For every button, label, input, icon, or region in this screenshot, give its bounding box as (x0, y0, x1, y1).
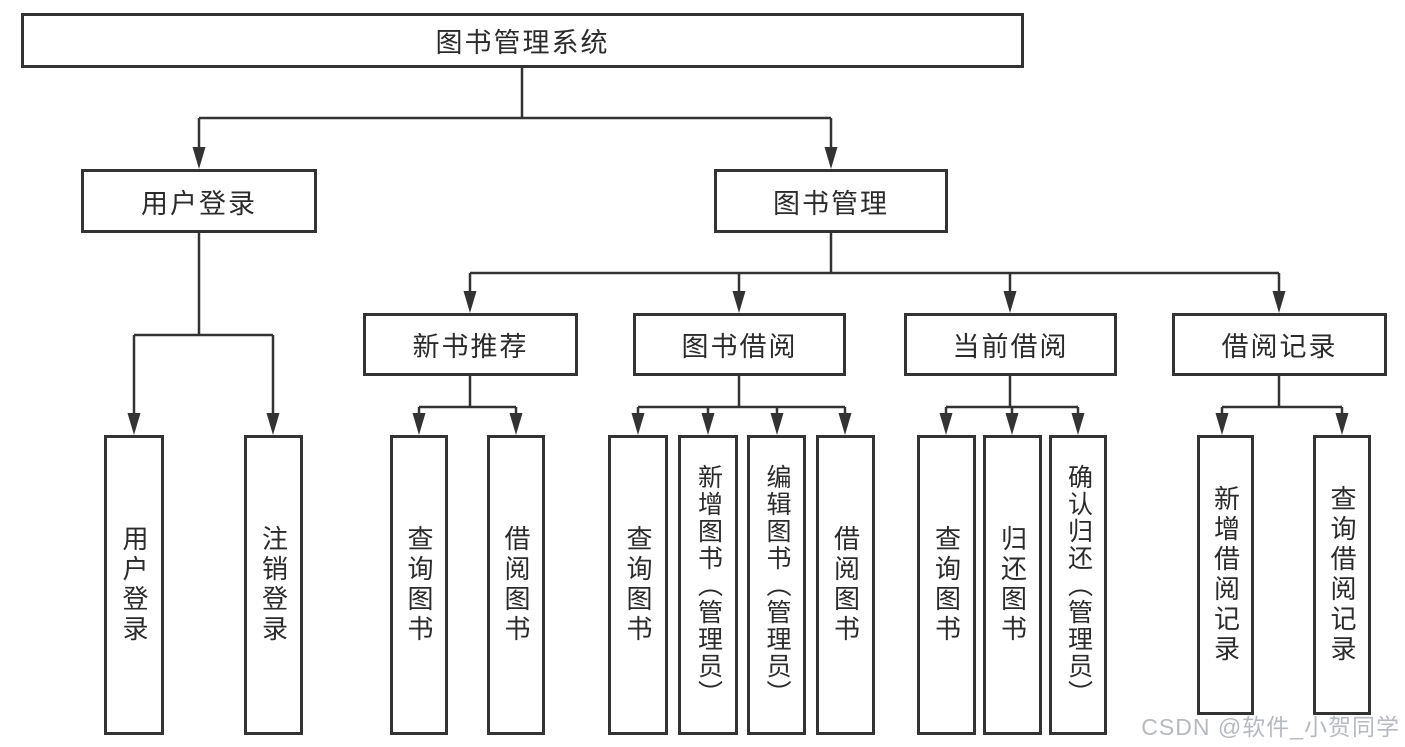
node-borrow-records: 借阅记录 (1172, 313, 1387, 376)
leaf-edit-book-admin: 编辑图书（管理员） (747, 435, 806, 735)
node-label: 借阅图书 (501, 525, 531, 645)
leaf-user-login: 用户登录 (104, 435, 164, 735)
node-label: 查询图书 (623, 525, 653, 645)
node-label: 新书推荐 (412, 332, 529, 362)
node-label: 借阅记录 (1221, 332, 1338, 362)
leaf-borrow-books-1: 借阅图书 (487, 435, 545, 735)
node-label: 图书管理系统 (435, 28, 610, 58)
node-label: 注销登录 (258, 525, 289, 645)
node-label: 图书借阅 (681, 332, 798, 362)
node-label: 确认归还（管理员） (1064, 463, 1093, 707)
node-label: 图书管理 (773, 188, 889, 219)
node-new-book-recommend: 新书推荐 (363, 313, 578, 376)
node-label: 用户登录 (141, 188, 257, 219)
node-label: 归还图书 (997, 525, 1028, 645)
leaf-add-borrow-record: 新增借阅记录 (1197, 435, 1254, 715)
node-label: 查询借阅记录 (1327, 485, 1357, 665)
leaf-logout: 注销登录 (244, 435, 303, 735)
node-current-borrow: 当前借阅 (904, 313, 1117, 376)
watermark: CSDN @软件_小贺同学 (1141, 714, 1400, 740)
node-label: 借阅图书 (830, 525, 861, 645)
node-book-management: 图书管理 (714, 169, 948, 233)
node-label: 新增图书（管理员） (694, 463, 723, 707)
node-label: 新增借阅记录 (1210, 485, 1241, 665)
node-user-login: 用户登录 (81, 169, 317, 233)
leaf-query-books-2: 查询图书 (608, 435, 668, 735)
leaf-query-books-3: 查询图书 (917, 435, 976, 735)
leaf-confirm-return-admin: 确认归还（管理员） (1049, 435, 1107, 735)
leaf-query-books-1: 查询图书 (390, 435, 448, 735)
leaf-add-book-admin: 新增图书（管理员） (678, 435, 738, 735)
node-label: 当前借阅 (952, 332, 1069, 362)
node-label: 用户登录 (119, 525, 149, 645)
leaf-return-books: 归还图书 (983, 435, 1042, 735)
leaf-borrow-books-2: 借阅图书 (816, 435, 875, 735)
node-library-system: 图书管理系统 (21, 13, 1024, 68)
node-label: 查询图书 (931, 525, 962, 645)
node-book-borrow: 图书借阅 (633, 313, 846, 376)
node-label: 查询图书 (404, 525, 434, 645)
leaf-query-borrow-record: 查询借阅记录 (1313, 435, 1371, 715)
node-label: 编辑图书（管理员） (763, 463, 791, 707)
